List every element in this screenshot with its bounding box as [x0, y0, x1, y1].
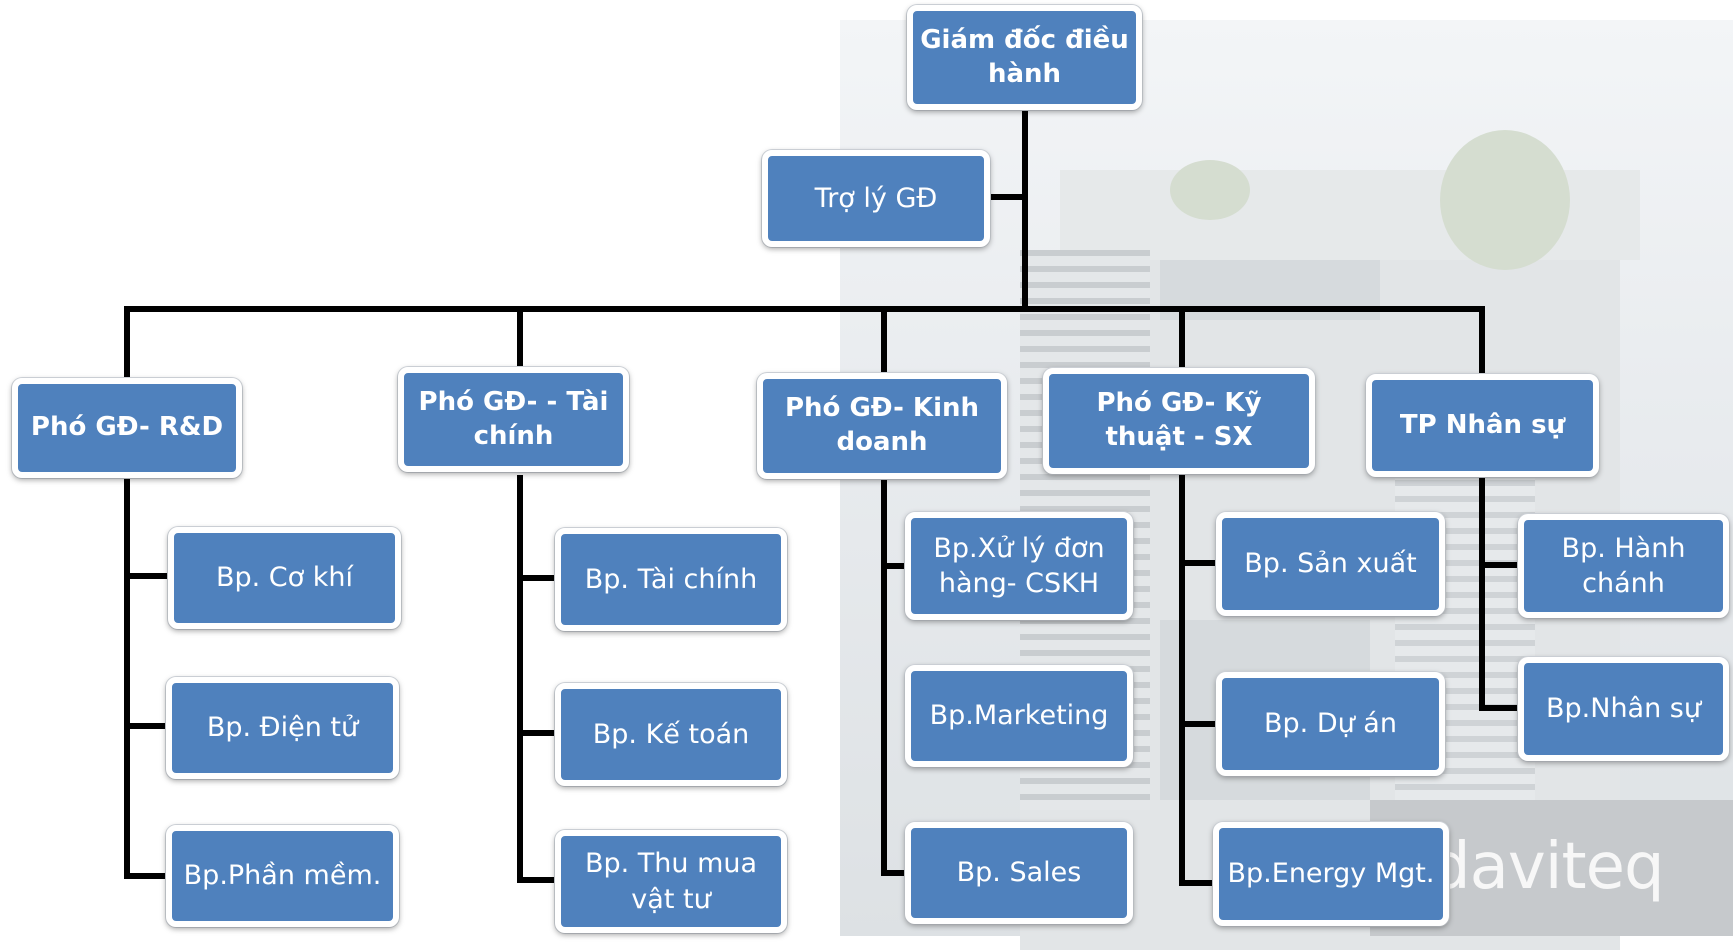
vp-rd-box: Phó GĐ- R&D [12, 378, 242, 478]
dept-personnel-label: Bp.Nhân sự [1546, 693, 1701, 725]
dept-marketing: Bp.Marketing [905, 665, 1133, 767]
vp-rd-label: Phó GĐ- R&D [30, 412, 224, 443]
dept-software: Bp.Phần mềm. [166, 825, 399, 927]
dept-procurement: Bp. Thu mua vật tư [555, 830, 787, 933]
dept-accounting-label: Bp. Kế toán [592, 718, 750, 750]
vp-sales-label: Phó GĐ- Kinh doanh [784, 393, 979, 457]
dept-admin: Bp. Hành chánh [1518, 514, 1729, 618]
dept-sales: Bp. Sales [905, 822, 1133, 924]
dept-sales-label: Bp. Sales [956, 857, 1082, 889]
dept-admin-label: Bp. Hành chánh [1561, 532, 1686, 599]
vp-finance-label: Phó GĐ- - Tài chính [418, 386, 609, 451]
hr-head-label: TP Nhân sự [1399, 409, 1566, 440]
dept-finance-label: Bp. Tài chính [584, 563, 758, 595]
dept-software-label: Bp.Phần mềm. [183, 860, 382, 892]
vp-tech-label: Phó GĐ- Kỹ thuật - SX [1096, 388, 1262, 452]
hr-head-box: TP Nhân sự [1366, 374, 1599, 477]
dept-marketing-label: Bp.Marketing [929, 700, 1109, 732]
dept-mechanical: Bp. Cơ khí [168, 527, 401, 629]
dept-production-label: Bp. Sản xuất [1244, 548, 1417, 580]
dept-energy-label: Bp.Energy Mgt. [1227, 858, 1435, 890]
dept-accounting: Bp. Kế toán [555, 683, 787, 786]
dept-order-cs: Bp.Xử lý đơn hàng- CSKH [905, 512, 1133, 620]
company-logo: daviteq [1430, 830, 1665, 904]
assistant-label: Trợ lý GĐ [814, 182, 938, 214]
vp-tech-box: Phó GĐ- Kỹ thuật - SX [1043, 368, 1315, 474]
ceo-label: Giám đốc điều hành [920, 24, 1129, 89]
dept-order-cs-label: Bp.Xử lý đơn hàng- CSKH [933, 532, 1105, 599]
dept-electronics-label: Bp. Điện tử [206, 712, 359, 744]
dept-project-label: Bp. Dự án [1264, 708, 1397, 740]
dept-electronics: Bp. Điện tử [166, 677, 399, 779]
dept-energy: Bp.Energy Mgt. [1213, 822, 1449, 926]
dept-project: Bp. Dự án [1216, 672, 1445, 776]
dept-production: Bp. Sản xuất [1216, 512, 1445, 616]
ceo-box: Giám đốc điều hành [907, 5, 1142, 110]
dept-personnel: Bp.Nhân sự [1518, 657, 1729, 761]
dept-finance: Bp. Tài chính [555, 528, 787, 631]
vp-finance-box: Phó GĐ- - Tài chính [398, 367, 629, 472]
dept-mechanical-label: Bp. Cơ khí [215, 562, 354, 594]
vp-sales-box: Phó GĐ- Kinh doanh [757, 373, 1007, 479]
dept-procurement-label: Bp. Thu mua vật tư [584, 848, 758, 915]
assistant-box: Trợ lý GĐ [762, 150, 990, 247]
